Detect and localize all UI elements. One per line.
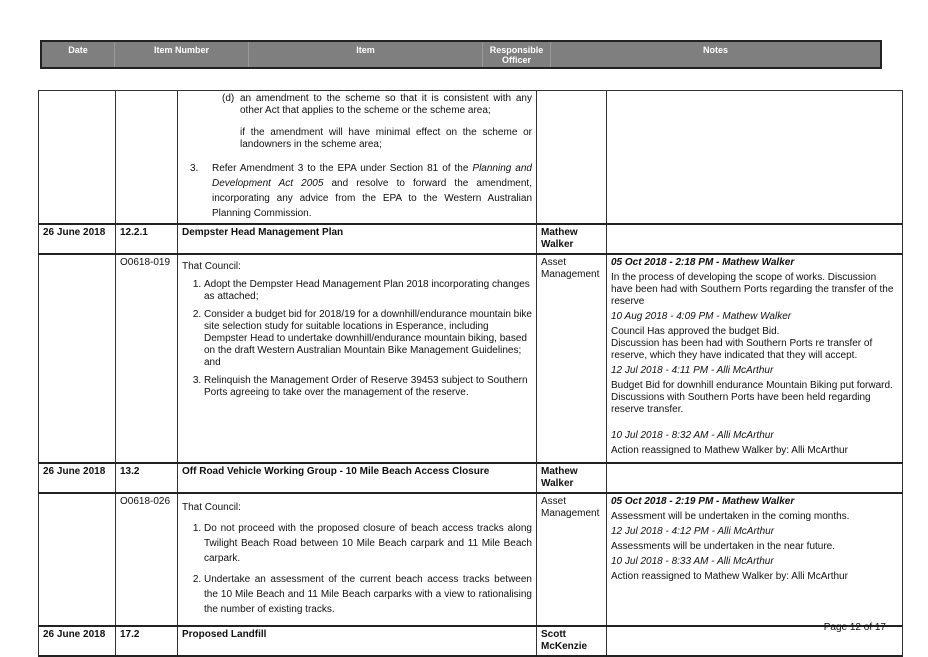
item-ref: O0618-026 bbox=[115, 492, 178, 627]
header-notes: Notes bbox=[702, 45, 728, 55]
item-title: Off Road Vehicle Working Group - 10 Mile… bbox=[177, 462, 537, 494]
item-dept: Asset Management bbox=[536, 492, 607, 627]
header-officer: Responsible Officer bbox=[483, 42, 551, 67]
item-ref: O0618-019 bbox=[115, 253, 178, 464]
table-row: 26 June 2018 13.2 Off Road Vehicle Worki… bbox=[38, 462, 903, 494]
item-officer: Scott McKenzie bbox=[536, 625, 607, 657]
item-number: 13.2 bbox=[115, 462, 178, 494]
item-date: 26 June 2018 bbox=[38, 223, 116, 255]
item-resolution: That Council: Do not proceed with the pr… bbox=[177, 492, 537, 627]
page-number: Page 12 of 17 bbox=[823, 622, 886, 633]
item-officer: Mathew Walker bbox=[536, 462, 607, 494]
item-title: Proposed Landfill bbox=[177, 625, 537, 657]
item-date: 26 June 2018 bbox=[38, 625, 116, 657]
item-date: 26 June 2018 bbox=[38, 462, 116, 494]
table-row: 26 June 2018 12.2.1 Dempster Head Manage… bbox=[38, 223, 903, 255]
header-date: Date bbox=[42, 42, 115, 67]
table-row: O0618-026 That Council: Do not proceed w… bbox=[38, 492, 903, 627]
header-item: Item bbox=[249, 42, 483, 67]
table-row: (d)an amendment to the scheme so that it… bbox=[38, 90, 903, 225]
actions-table: (d)an amendment to the scheme so that it… bbox=[38, 90, 903, 657]
item-resolution: That Council: Adopt the Dempster Head Ma… bbox=[177, 253, 537, 464]
item-dept: Asset Management bbox=[536, 253, 607, 464]
table-row: O0618-019 That Council: Adopt the Dempst… bbox=[38, 253, 903, 464]
item-number: 17.2 bbox=[115, 625, 178, 657]
header-item-number: Item Number bbox=[115, 42, 249, 67]
continuation-text: (d)an amendment to the scheme so that it… bbox=[177, 90, 537, 225]
item-number: 12.2.1 bbox=[115, 223, 178, 255]
item-officer: Mathew Walker bbox=[536, 223, 607, 255]
table-header-bar: Date Item Number Item Responsible Office… bbox=[40, 40, 882, 69]
table-row: 26 June 2018 17.2 Proposed Landfill Scot… bbox=[38, 625, 903, 657]
item-title: Dempster Head Management Plan bbox=[177, 223, 537, 255]
